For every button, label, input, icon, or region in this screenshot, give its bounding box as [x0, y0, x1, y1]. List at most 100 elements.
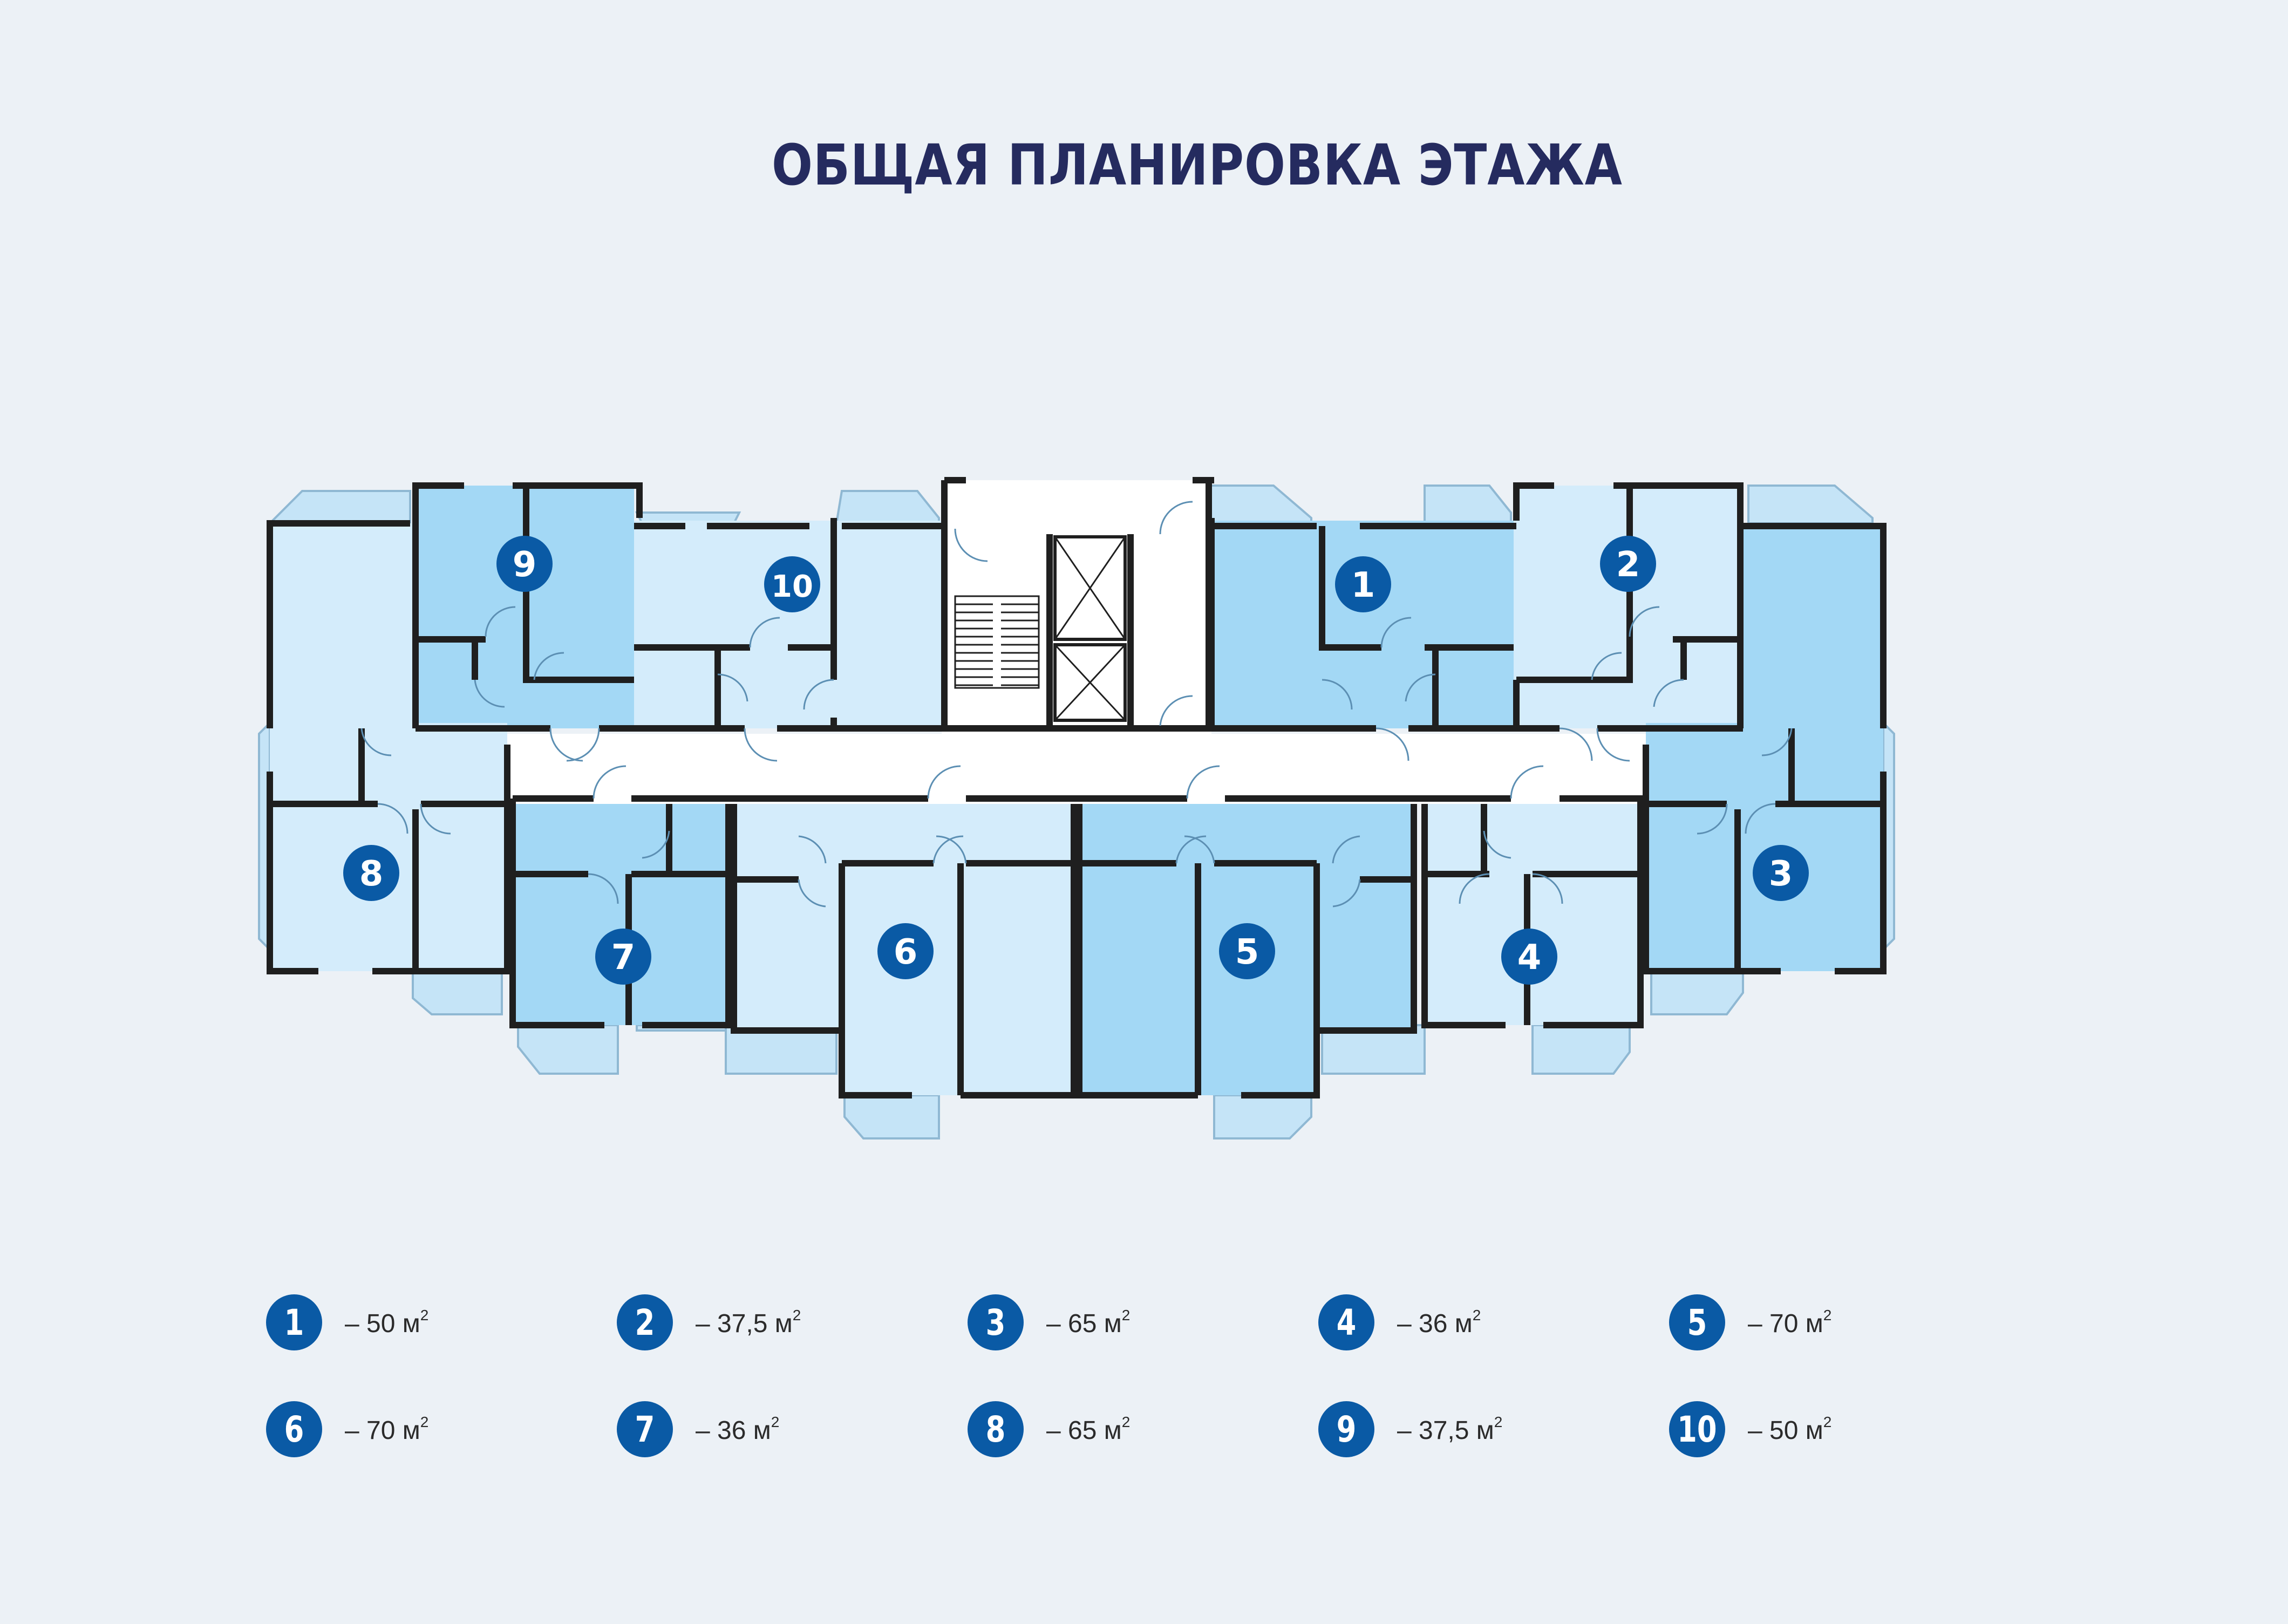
legend-item-3: 3 – 65 м2 — [968, 1294, 1130, 1351]
svg-text:6: 6 — [894, 932, 918, 972]
svg-text:9: 9 — [513, 545, 537, 585]
wall-9-inner — [412, 486, 634, 728]
marker-9[interactable]: 9 — [496, 536, 553, 592]
door-9-c — [474, 679, 505, 708]
wall-core — [941, 477, 1214, 728]
door-2-a — [1629, 606, 1660, 637]
door-9-b — [533, 652, 564, 680]
door-6-b — [798, 879, 826, 907]
legend-area: – 50 м2 — [345, 1306, 429, 1338]
door-5-entry — [1186, 765, 1220, 799]
legend-area: – 65 м2 — [1046, 1306, 1131, 1338]
apartment-4-fill — [1425, 804, 1640, 1025]
marker-4[interactable]: 4 — [1501, 929, 1557, 985]
apartment-3-fill-b — [1646, 723, 1883, 971]
balcony-6 — [843, 1094, 940, 1139]
legend-area: – 50 м2 — [1748, 1413, 1832, 1445]
legend-badge: 8 — [968, 1401, 1024, 1457]
door-7-a — [588, 873, 619, 904]
balcony-2 — [1424, 485, 1512, 524]
svg-text:8: 8 — [359, 854, 384, 894]
door-9-a — [485, 606, 516, 637]
legend-area: – 37,5 м2 — [1397, 1413, 1503, 1445]
apartment-markers: 9 10 1 2 8 7 6 5 — [343, 536, 1809, 985]
marker-5[interactable]: 5 — [1219, 923, 1275, 979]
door-4-b — [1483, 830, 1511, 859]
doors — [360, 501, 1793, 907]
door-2-c — [1653, 679, 1684, 707]
core-divider — [1046, 534, 1134, 728]
door-6-a — [798, 835, 827, 864]
door-corr-3 — [744, 728, 778, 762]
door-7-entry — [593, 765, 627, 799]
door-7-b — [642, 830, 670, 859]
floor-plan: 9 10 1 2 8 7 6 5 — [258, 477, 1895, 1139]
marker-1[interactable]: 1 — [1335, 556, 1391, 612]
door-8-c — [420, 803, 451, 835]
door-5-b — [1184, 835, 1215, 864]
legend-badge: 6 — [266, 1401, 322, 1457]
door-core-top — [1159, 501, 1193, 535]
door-3-b — [1745, 803, 1776, 834]
marker-6[interactable]: 6 — [877, 923, 934, 979]
elevator-2-cross — [1054, 644, 1126, 721]
apartment-8-fill-a — [270, 523, 416, 723]
stairwell — [954, 534, 1134, 728]
legend-badge: 4 — [1318, 1294, 1374, 1350]
wall-1-inner — [1319, 526, 1514, 728]
wall-8-left-lower — [267, 772, 318, 974]
legend-item-2: 2 – 37,5 м2 — [617, 1294, 801, 1351]
door-3-c — [1697, 803, 1728, 835]
legend-item-8: 8 – 65 м2 — [968, 1401, 1130, 1458]
legend-area: – 65 м2 — [1046, 1413, 1131, 1445]
apartment-2-fill — [1514, 486, 1738, 728]
apartment-1-fill — [1211, 521, 1514, 728]
balcony-7 — [517, 1024, 619, 1075]
marker-8[interactable]: 8 — [343, 845, 399, 901]
marker-10[interactable]: 10 — [764, 556, 820, 612]
walls — [267, 477, 1887, 1098]
svg-text:5: 5 — [1235, 932, 1259, 972]
marker-7[interactable]: 7 — [595, 929, 651, 985]
door-core-bottom — [1159, 695, 1193, 726]
legend-badge: 9 — [1318, 1401, 1374, 1457]
door-6-entry — [927, 765, 961, 799]
legend-item-9: 9 – 37,5 м2 — [1318, 1401, 1502, 1458]
svg-text:2: 2 — [1616, 545, 1640, 585]
marker-2[interactable]: 2 — [1600, 536, 1656, 592]
page-title: ОБЩАЯ ПЛАНИРОВКА ЭТАЖА — [772, 132, 1623, 198]
corridor-fill — [507, 734, 1646, 804]
legend-badge: 5 — [1669, 1294, 1725, 1350]
door-6-d — [936, 835, 967, 864]
door-4-a — [1459, 873, 1490, 904]
elevator-1-cross — [1054, 536, 1126, 640]
marker-3[interactable]: 3 — [1753, 845, 1809, 901]
door-corr-5 — [1559, 727, 1593, 761]
legend-badge: 10 — [1669, 1401, 1725, 1457]
legend-item-1: 1 – 50 м2 — [266, 1294, 428, 1351]
wall-3-inner — [1734, 728, 1795, 971]
apartment-7-fill — [513, 804, 728, 1025]
door-core-left — [954, 528, 988, 562]
door-5-a — [1175, 835, 1207, 864]
wall-4-inner — [1425, 804, 1640, 1025]
svg-text:1: 1 — [1351, 565, 1375, 605]
apartments — [270, 480, 1883, 1095]
svg-text:7: 7 — [611, 938, 636, 978]
svg-text:4: 4 — [1517, 938, 1542, 978]
svg-text:10: 10 — [771, 569, 813, 604]
balcony-1 — [1208, 485, 1312, 524]
door-corr-6 — [1596, 728, 1630, 762]
legend-item-10: 10 – 50 м2 — [1669, 1401, 1831, 1458]
door-corr-4 — [1375, 727, 1409, 761]
door-10-c — [803, 679, 834, 710]
door-6-c — [932, 835, 964, 864]
door-1-b — [1405, 673, 1436, 702]
door-10-a — [749, 617, 780, 648]
door-2-b — [1591, 652, 1622, 680]
balcony-4 — [1531, 1024, 1631, 1075]
svg-text:3: 3 — [1769, 854, 1793, 894]
wall-3-right-lower — [1835, 772, 1887, 974]
wall-2-top — [1513, 482, 1744, 521]
balcony-3-top — [1747, 485, 1874, 524]
